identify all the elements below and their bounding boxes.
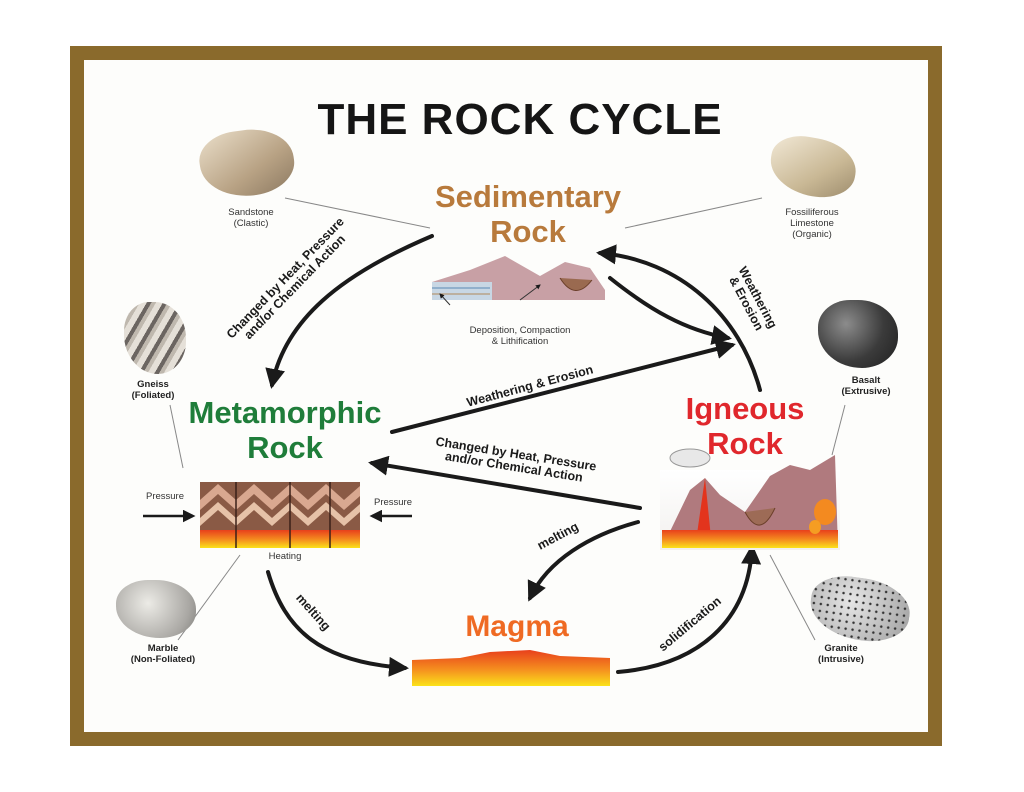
igneous-rock-label: Igneous Rock xyxy=(685,391,805,461)
basalt-label: Basalt (Extrusive) xyxy=(841,375,891,397)
granite-label: Granite (Intrusive) xyxy=(818,643,864,665)
metamorphic-rock-label: Metamorphic Rock xyxy=(188,395,382,465)
limestone-label: Fossiliferous Limestone (Organic) xyxy=(785,207,839,240)
arrow-sed-to-met xyxy=(265,234,434,389)
page-title: THE ROCK CYCLE xyxy=(317,95,723,144)
arrow-ign-to-mag xyxy=(527,520,640,602)
basalt-rock-image xyxy=(818,300,898,368)
gneiss-rock-image xyxy=(124,302,186,374)
igneous-volcano-scene xyxy=(660,448,840,550)
pressure-right-label: Pressure xyxy=(373,497,412,508)
marble-label: Marble (Non-Foliated) xyxy=(130,643,196,665)
deposition-label: Deposition, Compaction & Lithification xyxy=(469,325,571,347)
arrow-ign-to-sed xyxy=(596,244,762,392)
magma-layer xyxy=(412,650,610,686)
heating-label: Heating xyxy=(268,551,302,562)
arrow-mag-to-ign xyxy=(616,544,762,674)
sedimentary-cross-section xyxy=(432,256,605,306)
sedimentary-rock-label: Sedimentary Rock xyxy=(434,179,622,249)
arrow-met-to-ign xyxy=(390,339,736,434)
magma-label: Magma xyxy=(465,610,569,643)
pressure-left-label: Pressure xyxy=(145,491,184,502)
arrow-sed-to-ign xyxy=(608,276,732,345)
cycle-arrows xyxy=(265,234,762,677)
arrow-met-to-mag xyxy=(266,570,409,677)
sandstone-label: Sandstone (Clastic) xyxy=(228,207,274,229)
arrow-ign-to-met xyxy=(368,455,642,510)
metamorphic-folded-block xyxy=(200,482,360,548)
marble-rock-image xyxy=(116,580,196,638)
gneiss-label: Gneiss (Foliated) xyxy=(131,379,175,401)
